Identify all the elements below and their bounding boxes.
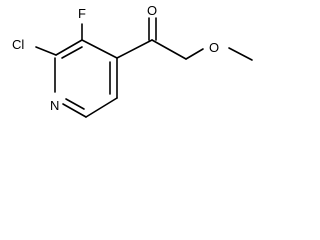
bond-c2-c3-inner bbox=[61, 46, 83, 59]
carbonyl-oxygen-label: O bbox=[147, 3, 157, 18]
molecule-drawing: Cl F N O O bbox=[12, 3, 253, 118]
bond-c2-c3 bbox=[55, 39, 83, 56]
nitrogen-label: N bbox=[50, 98, 59, 113]
structure-diagram: Cl F N O O bbox=[0, 0, 260, 133]
ether-oxygen-label: O bbox=[209, 40, 219, 55]
bond-carbonyl-ch2 bbox=[151, 39, 187, 60]
bond-o-ch3 bbox=[228, 47, 253, 61]
bond-c6-n1 bbox=[62, 103, 87, 118]
bond-c5-c6 bbox=[85, 97, 118, 118]
bond-c2-cl bbox=[35, 46, 57, 56]
chlorine-label: Cl bbox=[12, 37, 24, 52]
bond-c4-carbonyl bbox=[116, 39, 153, 59]
bond-c6-n1-inner bbox=[65, 98, 85, 110]
fluorine-label: F bbox=[78, 6, 86, 21]
bond-c3-c4 bbox=[81, 39, 118, 59]
bond-ch2-o bbox=[185, 48, 204, 60]
